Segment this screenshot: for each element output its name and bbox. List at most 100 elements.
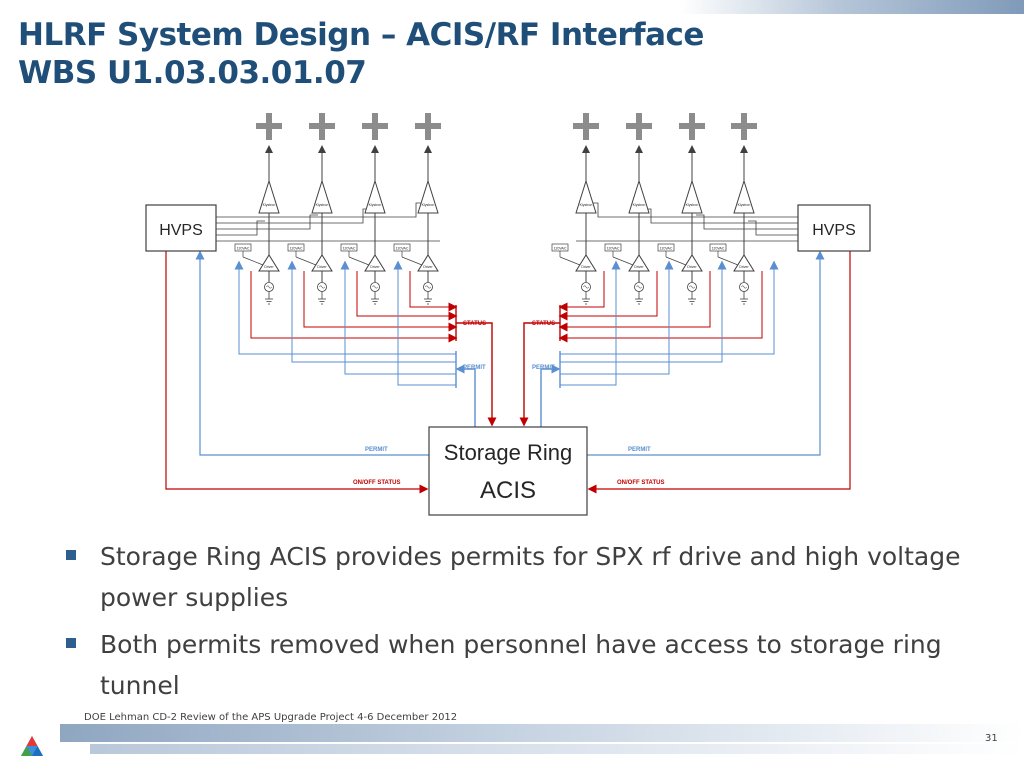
bullet-text: Both permits removed when personnel have…: [100, 630, 942, 700]
klystron-label: Klystron: [369, 203, 382, 207]
page-title: HLRF System Design – ACIS/RF Interface W…: [18, 16, 704, 92]
driver-label: Driver: [370, 265, 380, 269]
footer-text: DOE Lehman CD-2 Review of the APS Upgrad…: [84, 712, 458, 723]
permit-line-right: [560, 260, 779, 355]
status-line-left: [356, 271, 458, 321]
klystron-label: Klystron: [316, 203, 329, 207]
klystron-symbol: [364, 179, 386, 214]
hvps-permit-line-left: [195, 250, 429, 456]
klystron-label: Klystron: [686, 203, 699, 207]
antenna-cross-icon: [415, 123, 441, 129]
onoff-status-label-left: ON/OFF STATUS: [353, 480, 400, 486]
ac-supply-line: [612, 256, 634, 266]
antenna-cross-icon: [362, 123, 388, 129]
status-label-left: STATUS: [463, 321, 486, 327]
acis-rf-interface-diagram: Klystron 120VAC Driver Klystron 120VAC Driver…: [145, 113, 871, 516]
amplifier-chain-group: Klystron 120VAC Driver Klystron 120VAC Driver…: [234, 145, 755, 305]
rf-source-wave: [319, 285, 325, 289]
acis-label-line-2: ACIS: [480, 477, 536, 504]
hvps-onoff-line-left: [165, 251, 429, 494]
footer-decoration-band: [60, 724, 1024, 742]
driver-label: Driver: [581, 265, 591, 269]
footer-decoration-band-lower: [90, 744, 1024, 754]
driver-label: Driver: [739, 265, 749, 269]
bullet-text: Storage Ring ACIS provides permits for S…: [100, 542, 961, 612]
permit-label-left: PERMIT: [463, 365, 486, 371]
bullet-list: Storage Ring ACIS provides permits for S…: [62, 536, 992, 712]
permit-label-bottom-left: PERMIT: [365, 447, 388, 453]
ac-supply-label: 120VAC: [237, 247, 250, 251]
status-line-right: [558, 271, 658, 321]
permit-line-left: [340, 260, 456, 375]
antenna-cross-icon: [731, 123, 757, 129]
klystron-label: Klystron: [422, 203, 435, 207]
ac-supply-label: 120VAC: [343, 247, 356, 251]
ac-supply-label: 120VAC: [554, 247, 567, 251]
acis-box: [428, 426, 588, 516]
klystron-symbol: [311, 179, 333, 214]
klystron-symbol: [575, 179, 597, 214]
ac-supply-line: [559, 256, 581, 266]
permit-line-left: [287, 260, 456, 363]
acis-label-line-1: Storage Ring: [444, 440, 572, 465]
permit-label-bottom-right: PERMIT: [628, 447, 651, 453]
hvps-right-label: HVPS: [812, 222, 856, 239]
hvps-left-box: [145, 204, 217, 252]
square-bullet-icon: [66, 550, 76, 560]
ac-supply-line: [665, 256, 687, 266]
status-line-left: [250, 271, 458, 343]
klystron-symbol: [733, 179, 755, 214]
argonne-logo-icon: [21, 736, 43, 756]
ac-supply-line: [295, 256, 317, 266]
antenna-cross-icon: [309, 123, 335, 129]
rf-source-wave: [266, 285, 272, 289]
page-title-line-2: WBS U1.03.03.01.07: [18, 55, 367, 91]
ac-supply-label: 120VAC: [607, 247, 620, 251]
page-number: 31: [985, 733, 998, 744]
permit-line-right: [560, 260, 674, 375]
hv-feed-line-right: [748, 220, 798, 236]
rf-source-wave: [636, 285, 642, 289]
permit-label-right: PERMIT: [532, 365, 555, 371]
ac-supply-line: [348, 256, 370, 266]
driver-label: Driver: [423, 265, 433, 269]
permit-line-left: [393, 260, 456, 386]
square-bullet-icon: [66, 638, 76, 648]
rf-source-wave: [741, 285, 747, 289]
status-label-right: STATUS: [532, 321, 555, 327]
klystron-label: Klystron: [580, 203, 593, 207]
driver-label: Driver: [264, 265, 274, 269]
klystron-symbol: [417, 179, 439, 214]
hvps-onoff-line-right: [587, 251, 851, 494]
antenna-cross-icon: [573, 123, 599, 129]
hv-feed-line-left: [216, 202, 424, 218]
ac-supply-label: 120VAC: [660, 247, 673, 251]
onoff-status-label-right: ON/OFF STATUS: [617, 480, 664, 486]
hv-feed-line-right: [590, 202, 798, 218]
permit-from-acis-right: [540, 364, 561, 427]
antenna-cross-icon: [679, 123, 705, 129]
hv-feed-line-left: [216, 220, 265, 236]
rf-source-wave: [689, 285, 695, 289]
status-line-right: [558, 271, 711, 332]
ac-supply-line: [242, 256, 264, 266]
status-to-acis-right: [519, 322, 560, 427]
rf-source-wave: [583, 285, 589, 289]
antenna-cross-icon: [256, 123, 282, 129]
header-decoration-band: [680, 0, 1024, 14]
hv-feed-line-right: [643, 208, 798, 224]
status-line-left: [409, 271, 458, 312]
klystron-symbol: [681, 179, 703, 214]
antenna-group: [256, 113, 757, 140]
klystron-label: Klystron: [633, 203, 646, 207]
ac-supply-line: [401, 256, 423, 266]
driver-label: Driver: [317, 265, 327, 269]
ac-supply-label: 120VAC: [396, 247, 409, 251]
driver-label: Driver: [634, 265, 644, 269]
bullet-item: Both permits removed when personnel have…: [62, 624, 992, 706]
driver-label: Driver: [687, 265, 697, 269]
hv-distribution-lines: [216, 202, 798, 242]
hv-feed-line-left: [216, 208, 371, 224]
interlock-signal-lines: [165, 250, 851, 494]
hvps-right-box: [797, 204, 871, 252]
